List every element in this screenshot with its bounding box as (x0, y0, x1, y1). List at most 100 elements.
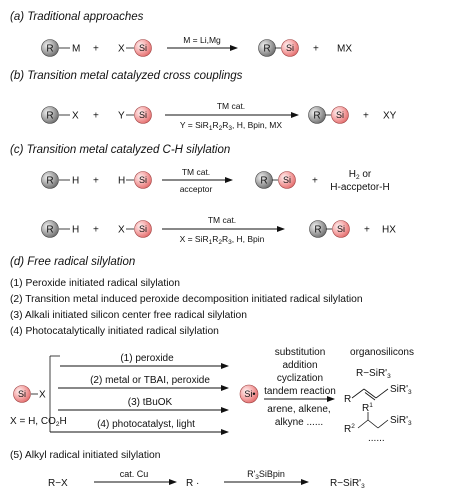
condition-3: (3) tBuOK (128, 397, 173, 408)
si-sphere (332, 220, 350, 238)
plus-sign: + (313, 44, 319, 55)
plus-sign: + (93, 225, 99, 236)
si-label: Si (139, 43, 147, 53)
byproduct-label: MX (337, 44, 352, 55)
alkyl-si: SiR'3 (390, 415, 412, 427)
h-label: H (118, 176, 125, 187)
x-label: X (118, 44, 125, 55)
si-label: Si (18, 389, 26, 399)
section-d-header: (d) Free radical silylation (10, 256, 135, 268)
reaction-type-3: cyclization (277, 373, 323, 384)
section-c-header: (c) Transition metal catalyzed C-H silyl… (10, 144, 230, 156)
plus-sign: + (363, 111, 369, 122)
arrow-catalyst: TM cat. (208, 215, 236, 225)
x-label: X (72, 111, 79, 122)
final-product: R−SiR'3 (330, 478, 365, 490)
item-5-header: (5) Alkyl radical initiated silylation (10, 450, 161, 461)
plus-sign: + (93, 176, 99, 187)
si-sphere (134, 39, 152, 57)
si-sphere (13, 385, 31, 403)
r-label: R (314, 225, 321, 236)
byproduct-label: HX (382, 225, 396, 236)
si-sphere (134, 171, 152, 189)
products-title: organosilicons (350, 347, 414, 358)
arrow-condition: acceptor (180, 184, 213, 194)
more-products-dots: ...... (368, 433, 385, 444)
r-label: R (263, 44, 270, 55)
si-label: Si (139, 175, 147, 185)
byproduct-label: XY (383, 111, 397, 122)
condition-4: (4) photocatalyst, light (97, 419, 195, 430)
si-radical-label: Si• (244, 389, 255, 399)
x-label: X (39, 390, 46, 401)
alkyl-radical: R · (186, 478, 199, 489)
r-label: R (46, 176, 53, 187)
r-label: R (313, 111, 320, 122)
r-label: R (46, 111, 53, 122)
condition-1: (1) peroxide (120, 353, 174, 364)
r2-label: R2 (344, 423, 355, 435)
r-label: R (260, 176, 267, 187)
si-radical-sphere (239, 384, 259, 404)
cond-bpin: R'3SiBpin (247, 469, 285, 481)
si-sphere (331, 106, 349, 124)
list-item-1: (1) Peroxide initiated radical silylatio… (10, 278, 180, 289)
si-label: Si (139, 110, 147, 120)
vinyl-si: SiR'3 (390, 384, 412, 396)
section-a-header: (a) Traditional approaches (10, 11, 144, 23)
section-c-row2: R H + X Si TM cat. X = SiR1R2R3, H, Bpin… (41, 215, 396, 246)
h-label: H (72, 225, 79, 236)
cond-cu: cat. Cu (120, 469, 149, 479)
list-item-2: (2) Transition metal induced peroxide de… (10, 294, 363, 305)
arrow-condition: Y = SiR1R2R3, H, Bpin, MX (180, 120, 282, 132)
section-b-header: (b) Transition metal catalyzed cross cou… (10, 70, 243, 82)
arrow-catalyst: TM cat. (182, 167, 210, 177)
arrow-condition: M = Li,Mg (183, 35, 221, 45)
reaction-type-2: addition (282, 360, 317, 371)
plus-sign: + (93, 44, 99, 55)
si-label: Si (283, 175, 291, 185)
arrow-catalyst: TM cat. (217, 101, 245, 111)
r-sphere (41, 171, 59, 189)
byproduct-h2: H2 or (349, 169, 372, 181)
r1-label: R1 (362, 402, 373, 414)
si-sphere (281, 39, 299, 57)
si-sphere (134, 220, 152, 238)
reactant-rx: R−X (48, 478, 68, 489)
m-label: M (72, 44, 80, 55)
si-sphere (134, 106, 152, 124)
list-item-4: (4) Photocatalytically initiated radical… (10, 326, 219, 337)
arrow-condition: X = SiR1R2R3, H, Bpin (180, 234, 265, 246)
x-definition: X = H, CO2H (10, 416, 67, 428)
alkylsilane-structure: R2 SiR'3 (344, 412, 412, 435)
plus-sign: + (312, 176, 318, 187)
r-sphere (41, 106, 59, 124)
r-sphere (41, 220, 59, 238)
r-label: R (46, 225, 53, 236)
list-item-3: (3) Alkali initiated silicon center free… (10, 310, 247, 321)
alkyl-radical-scheme: R−X cat. Cu R · R'3SiBpin R−SiR'3 (48, 469, 365, 490)
condition-2: (2) metal or TBAI, peroxide (90, 375, 210, 386)
section-b-scheme: R X + Y Si TM cat. Y = SiR1R2R3, H, Bpin… (41, 101, 397, 132)
si-label: Si (139, 224, 147, 234)
r-label: R (46, 44, 53, 55)
reaction-type-1: substitution (275, 347, 326, 358)
si-sphere (278, 171, 296, 189)
radical-scheme: Si X X = H, CO2H (1) peroxide (2) metal … (10, 347, 414, 444)
vinylsilane-structure: R SiR'3 (344, 384, 412, 405)
si-label: Si (286, 43, 294, 53)
si-label: Si (337, 224, 345, 234)
section-a-scheme: R M + X Si M = Li,Mg R Si + MX (41, 35, 352, 57)
substrate-types-1: arene, alkene, (267, 404, 330, 415)
reaction-type-4: tandem reaction (264, 386, 336, 397)
plus-sign: + (93, 111, 99, 122)
plus-sign: + (364, 225, 370, 236)
product-simple: R−SiR'3 (356, 368, 391, 380)
section-c-row1: R H + H Si TM cat. acceptor R Si + H2 or… (41, 167, 390, 194)
h-label: H (72, 176, 79, 187)
r-sphere (41, 39, 59, 57)
vinyl-r: R (344, 394, 351, 405)
si-label: Si (336, 110, 344, 120)
